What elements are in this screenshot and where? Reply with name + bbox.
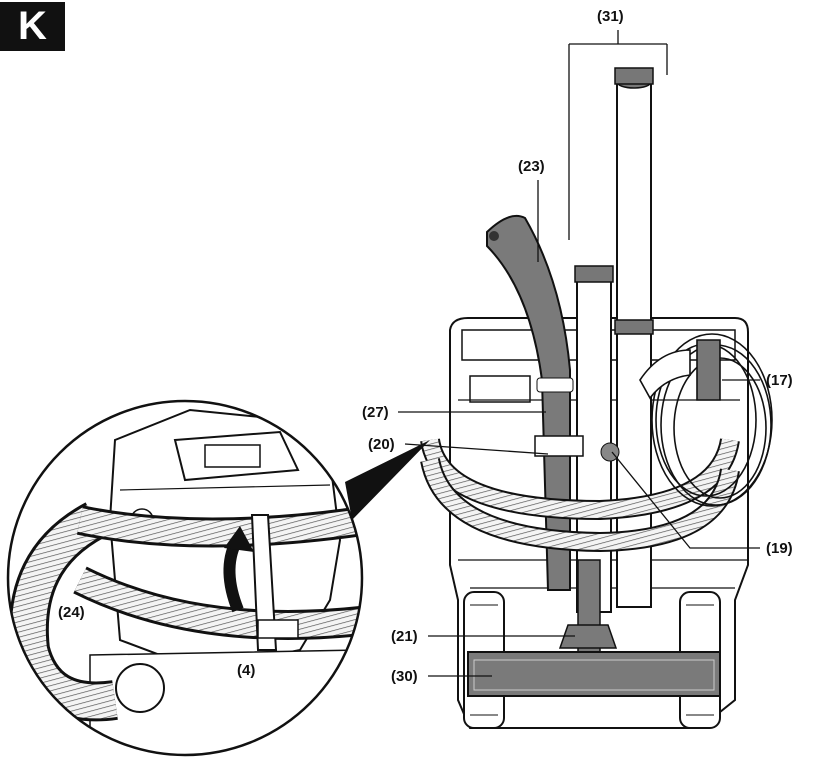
panel-letter: K [0, 2, 65, 51]
label-20: (20) [368, 436, 395, 453]
label-19: (19) [766, 540, 793, 557]
label-30: (30) [391, 668, 418, 685]
label-17: (17) [766, 372, 793, 389]
label-24: (24) [58, 604, 85, 621]
detail-circle [0, 390, 380, 758]
label-23: (23) [518, 158, 545, 175]
label-21: (21) [391, 628, 418, 645]
label-4: (4) [237, 662, 255, 679]
label-31: (31) [597, 8, 624, 25]
label-27: (27) [362, 404, 389, 421]
extension-tube-tall [615, 68, 653, 607]
